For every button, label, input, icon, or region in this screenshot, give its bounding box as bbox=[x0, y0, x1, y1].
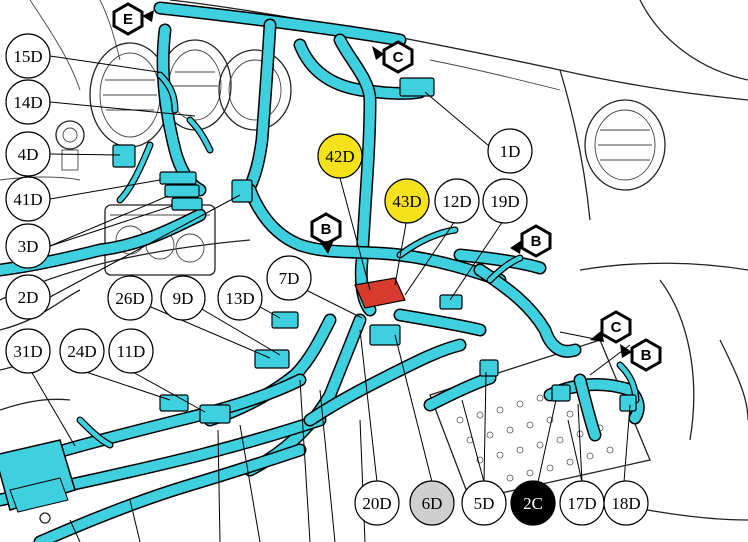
callout-42D: 42D bbox=[317, 133, 363, 179]
callout-26D-label: 26D bbox=[115, 289, 144, 308]
callout-19D-label: 19D bbox=[490, 192, 519, 211]
wiring-harness-branches bbox=[76, 71, 640, 449]
callout-42D-label: 42D bbox=[325, 147, 354, 166]
callout-15D-label: 15D bbox=[13, 47, 42, 66]
callout-18D: 18D bbox=[603, 480, 649, 526]
callout-24D-label: 24D bbox=[67, 342, 96, 361]
callout-4D-label: 4D bbox=[18, 145, 39, 164]
callout-20D: 20D bbox=[354, 480, 400, 526]
callout-24D: 24D bbox=[59, 328, 105, 374]
callout-13D-label: 13D bbox=[225, 289, 254, 308]
view-arrow-b-mid-label: B bbox=[531, 233, 542, 250]
callout-3D: 3D bbox=[5, 223, 51, 269]
view-arrow-c-upper: C bbox=[372, 40, 414, 74]
callout-12D: 12D bbox=[434, 178, 480, 224]
callout-43D-label: 43D bbox=[392, 192, 421, 211]
callout-3D-label: 3D bbox=[18, 237, 39, 256]
callout-1D-label: 1D bbox=[500, 142, 521, 161]
connector-blocks bbox=[112, 77, 637, 424]
callout-2C-label: 2C bbox=[523, 494, 543, 513]
callout-13D: 13D bbox=[217, 275, 263, 321]
callout-31D: 31D bbox=[5, 328, 51, 374]
callout-41D: 41D bbox=[5, 176, 51, 222]
air-vent-center bbox=[218, 49, 292, 131]
control-module-box bbox=[0, 439, 76, 524]
callout-2D-label: 2D bbox=[18, 288, 39, 307]
view-arrow-e: E bbox=[112, 2, 154, 36]
red-connector-cluster bbox=[354, 277, 406, 309]
callout-9D-label: 9D bbox=[173, 289, 194, 308]
callout-7D-label: 7D bbox=[279, 269, 300, 288]
callout-14D: 14D bbox=[5, 79, 51, 125]
callout-7D: 7D bbox=[266, 255, 312, 301]
view-arrow-b-left: B bbox=[310, 212, 342, 254]
callout-31D-label: 31D bbox=[13, 342, 42, 361]
callout-19D: 19D bbox=[482, 178, 528, 224]
view-arrow-b-left-label: B bbox=[321, 221, 332, 238]
view-arrow-c-right: C bbox=[590, 310, 632, 344]
callout-41D-label: 41D bbox=[13, 190, 42, 209]
callout-4D: 4D bbox=[5, 131, 51, 177]
callout-5D-label: 5D bbox=[474, 494, 495, 513]
callout-17D: 17D bbox=[559, 480, 605, 526]
view-arrow-e-label: E bbox=[123, 11, 133, 28]
callout-26D: 26D bbox=[107, 275, 153, 321]
callout-12D-label: 12D bbox=[442, 192, 471, 211]
view-arrow-b-right-label: B bbox=[641, 347, 652, 364]
callout-14D-label: 14D bbox=[13, 93, 42, 112]
callout-6D: 6D bbox=[409, 480, 455, 526]
callout-5D: 5D bbox=[461, 480, 507, 526]
callout-17D-label: 17D bbox=[567, 494, 596, 513]
view-arrow-b-right: B bbox=[620, 338, 662, 372]
callout-2D: 2D bbox=[5, 274, 51, 320]
ignition-switch bbox=[55, 120, 85, 171]
view-arrow-c-upper-label: C bbox=[393, 49, 404, 66]
callout-15D: 15D bbox=[5, 33, 51, 79]
callout-20D-label: 20D bbox=[362, 494, 391, 513]
callout-18D-label: 18D bbox=[611, 494, 640, 513]
callout-43D: 43D bbox=[384, 178, 430, 224]
air-vent-right bbox=[584, 99, 666, 191]
callout-9D: 9D bbox=[160, 275, 206, 321]
view-arrow-b-mid: B bbox=[510, 224, 552, 258]
callout-6D-label: 6D bbox=[422, 494, 443, 513]
callout-2C: 2C bbox=[510, 480, 556, 526]
view-arrow-c-right-label: C bbox=[611, 319, 622, 336]
callout-1D: 1D bbox=[487, 128, 533, 174]
callout-11D-label: 11D bbox=[117, 342, 146, 361]
callout-11D: 11D bbox=[108, 328, 154, 374]
